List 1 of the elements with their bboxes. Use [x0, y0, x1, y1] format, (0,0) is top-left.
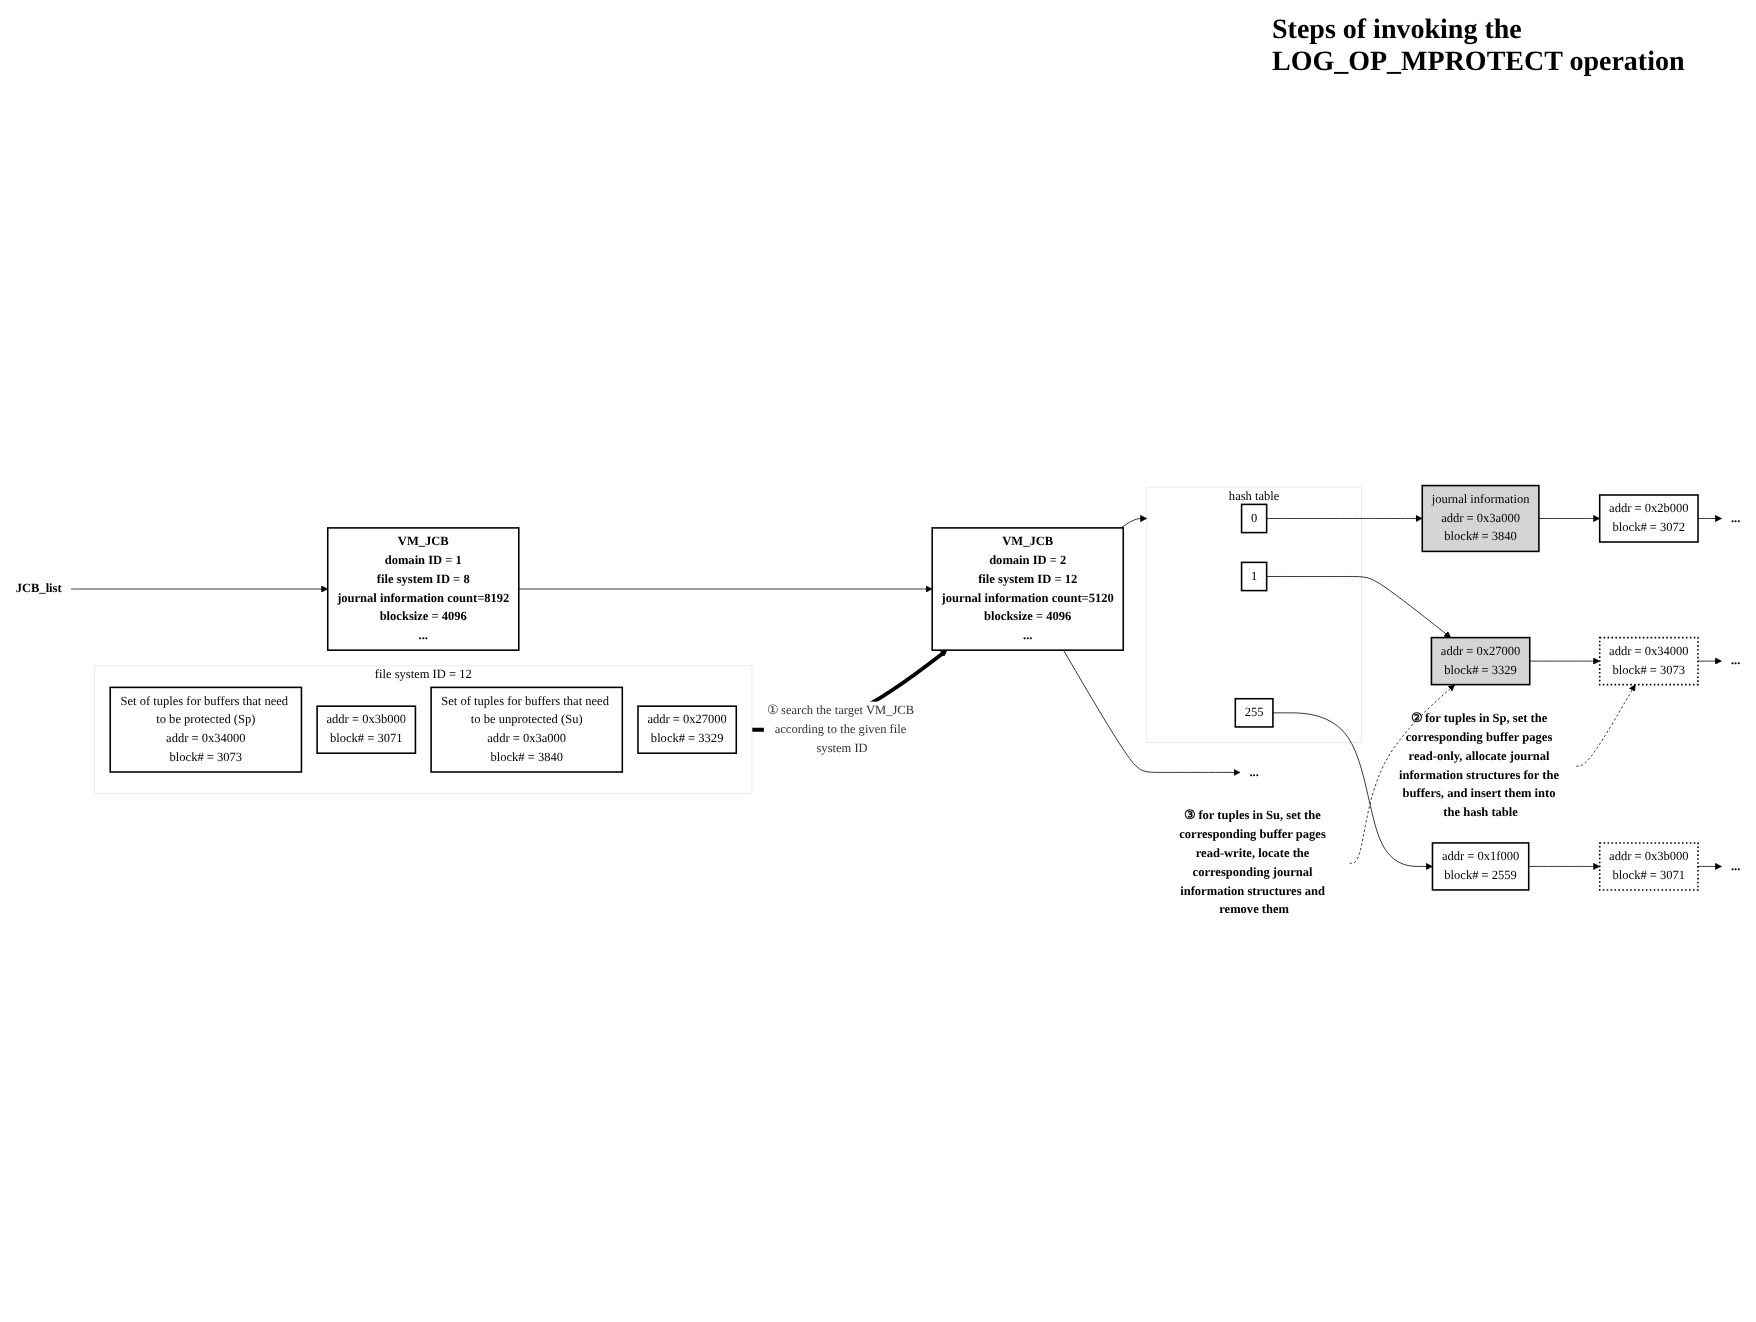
diagram-title: Steps of invoking the LOG_OP_MPROTECT operation [1272, 16, 1687, 80]
